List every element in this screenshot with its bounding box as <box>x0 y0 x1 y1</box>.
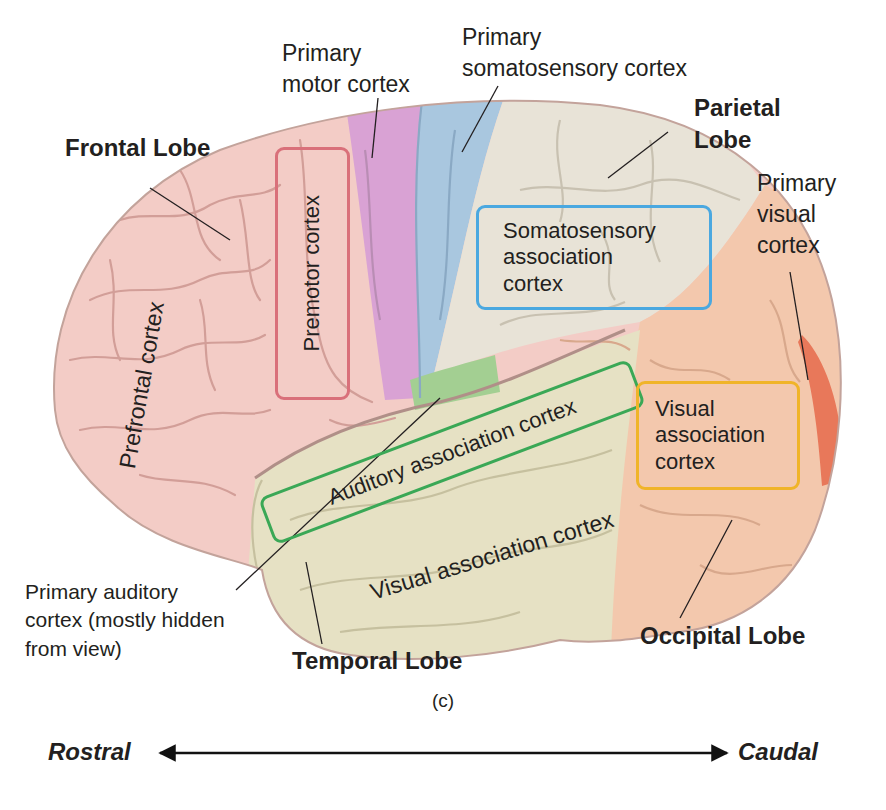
callout-label: Primary somatosensory cortex <box>462 22 694 84</box>
direction-arrow <box>160 752 727 755</box>
temporal-region <box>240 330 640 680</box>
occipital-gyri <box>700 565 792 574</box>
frontal-gyri <box>180 170 220 260</box>
lobe-label: Occipital Lobe <box>640 620 860 652</box>
occipital-gyri <box>650 360 730 380</box>
lobe-label: Caudal <box>738 736 848 768</box>
lobe-label: Rostral <box>48 736 158 768</box>
frontal-gyri <box>120 185 280 220</box>
association-box: Somatosensory association cortex <box>476 205 712 310</box>
callout-label: Primary auditory cortex (mostly hidden f… <box>25 578 225 663</box>
lobe-label: Temporal Lobe <box>292 645 512 677</box>
box-text: Premotor cortex <box>299 195 325 352</box>
frontal-gyri <box>300 140 372 402</box>
central-sulcus <box>440 130 455 320</box>
frontal-gyri <box>80 410 270 430</box>
parietal-gyri <box>520 180 740 200</box>
box-text: Somatosensory association cortex <box>503 218 673 297</box>
central-sulcus <box>416 100 455 398</box>
association-box: Visual association cortex <box>636 381 800 490</box>
occipital-region <box>600 185 860 680</box>
leader-line <box>150 188 230 240</box>
frontal-gyri <box>240 200 260 300</box>
central-sulcus <box>416 100 422 398</box>
leader-line <box>680 520 732 618</box>
leader-line <box>372 98 378 158</box>
leader-line <box>462 86 498 152</box>
temporal-gyri <box>340 612 520 632</box>
callout-label: (c) <box>432 688 482 714</box>
frontal-gyri <box>110 260 120 360</box>
parietal-gyri <box>500 302 625 325</box>
leader-lines <box>150 86 808 644</box>
leader-line <box>306 562 322 644</box>
leader-line <box>790 272 808 380</box>
frontal-gyri <box>90 260 270 300</box>
parietal-gyri <box>650 140 660 262</box>
callout-label: Primary visual cortex <box>757 168 847 261</box>
auditory-region <box>410 355 500 410</box>
frontal-gyri <box>200 300 215 390</box>
frontal-gyri <box>70 335 265 360</box>
lobe-label: Frontal Lobe <box>65 132 265 164</box>
brain-outline <box>54 101 841 659</box>
motor-gyri <box>365 150 380 320</box>
premotor-box: Premotor cortex <box>275 147 350 400</box>
callout-label: Primary motor cortex <box>282 38 418 100</box>
motor-gyri <box>365 150 380 320</box>
motor-region <box>345 100 422 400</box>
leader-line <box>608 132 668 178</box>
lobe-label: Parietal Lobe <box>694 92 794 157</box>
box-text: Visual association cortex <box>655 396 795 475</box>
temporal-gyri <box>252 480 280 622</box>
occipital-gyri <box>640 505 760 525</box>
occipital-gyri <box>770 300 800 382</box>
frontal-gyri <box>70 140 395 495</box>
frontal-gyri <box>140 475 235 495</box>
